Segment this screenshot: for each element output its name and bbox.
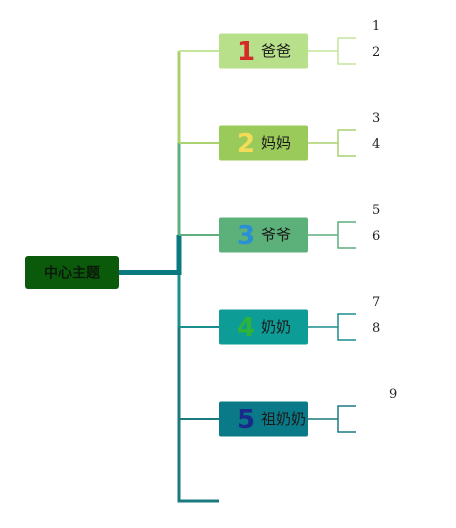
leaf-label[interactable]: 9 — [389, 387, 397, 402]
leaf-label[interactable]: 2 — [372, 45, 380, 60]
branch-number: 1 — [237, 37, 255, 67]
leaf-bracket — [337, 37, 356, 65]
branch-label: 祖奶奶 — [261, 410, 306, 428]
leaf-label[interactable]: 6 — [372, 229, 380, 244]
leaf-label[interactable]: 8 — [372, 321, 380, 336]
leaf-label[interactable]: 3 — [372, 111, 380, 126]
branch-label: 奶奶 — [261, 318, 291, 336]
branch-node[interactable]: 2 妈妈 — [219, 125, 308, 161]
center-node-box — [25, 256, 119, 289]
leaf-label[interactable]: 5 — [372, 203, 380, 218]
branch-node[interactable]: 5 祖奶奶 — [219, 401, 308, 437]
branch-number: 3 — [237, 221, 255, 251]
branch-node[interactable]: 4 奶奶 — [219, 309, 308, 345]
branch-node-box — [219, 309, 308, 345]
leaf-label[interactable]: 4 — [372, 137, 380, 152]
branch-node[interactable]: 1 爸爸 — [219, 33, 308, 69]
branch-node[interactable]: 3 爷爷 — [219, 217, 308, 253]
branch-number: 5 — [237, 405, 255, 435]
leaf-bracket — [337, 129, 356, 157]
branch-node-box — [219, 33, 308, 69]
branch-label: 妈妈 — [261, 134, 291, 152]
branch-number: 4 — [237, 313, 255, 343]
leaf-bracket — [337, 221, 356, 249]
connector-lines — [119, 37, 356, 503]
branch-node-box — [219, 217, 308, 253]
branch-label: 爸爸 — [261, 42, 291, 60]
leaf-label[interactable]: 7 — [372, 295, 380, 310]
branch-number: 2 — [237, 129, 255, 159]
branch-node-box — [219, 125, 308, 161]
leaf-bracket — [337, 313, 356, 341]
branch-node-box — [219, 401, 308, 437]
leaf-bracket — [337, 405, 356, 433]
center-node[interactable]: 中心主题 — [25, 256, 119, 289]
branch-label: 爷爷 — [261, 226, 291, 244]
nodes: 1 爸爸 1 2 2 妈妈 3 4 3 爷爷 5 6 4 奶奶 7 8 5 祖奶奶 9 中心主题 — [25, 19, 397, 437]
center-connector — [119, 235, 182, 275]
leaf-label[interactable]: 1 — [372, 19, 380, 34]
center-label: 中心主题 — [44, 265, 101, 282]
